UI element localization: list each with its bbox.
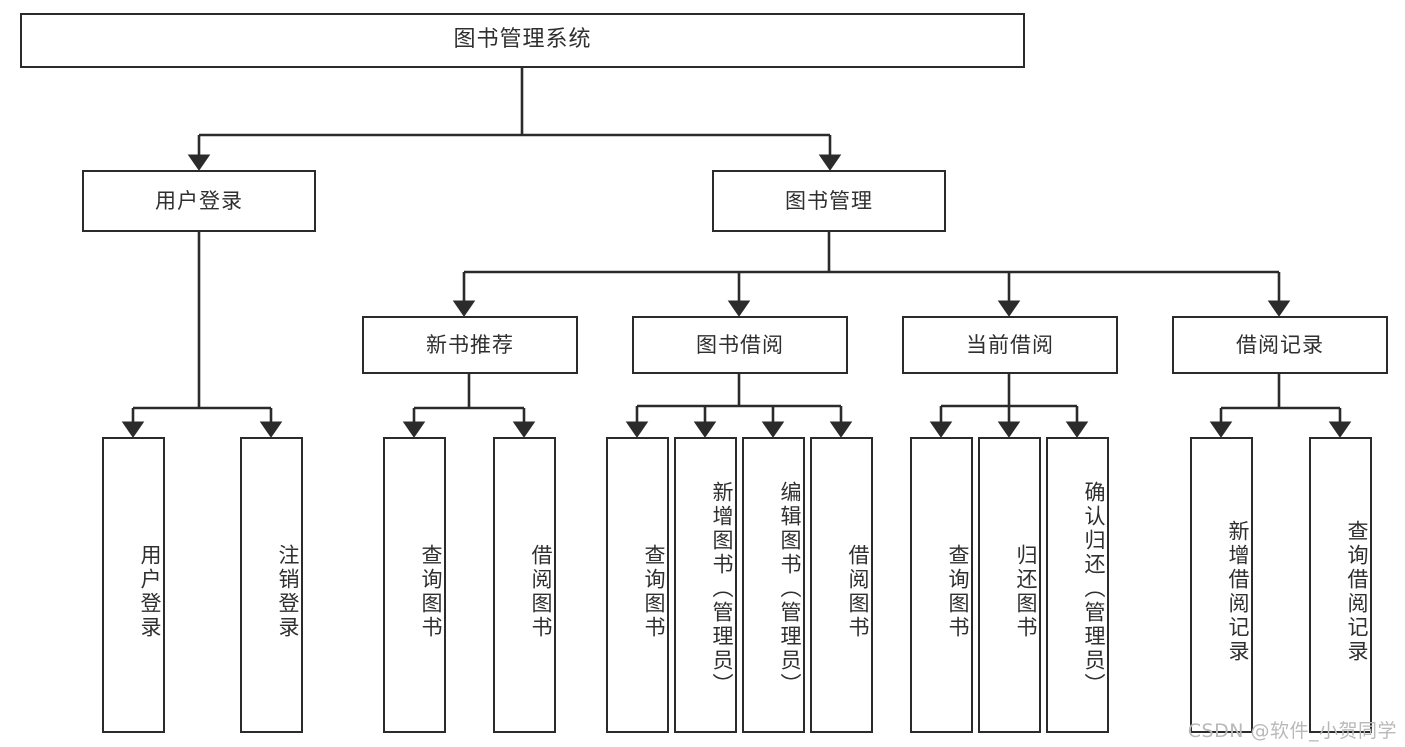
node-label: 确认归还（管理员） <box>1082 481 1106 697</box>
node-new-book-recommendation[interactable]: 新书推荐 <box>362 316 578 374</box>
node-borrow-records[interactable]: 借阅记录 <box>1172 316 1388 374</box>
node-leaf-borrow-book-recommendation[interactable]: 借阅图书 <box>493 437 556 733</box>
node-label: 借阅记录 <box>1236 332 1324 357</box>
csdn-watermark: CSDN @软件_小贺同学 <box>1187 720 1397 742</box>
node-leaf-user-login[interactable]: 用户登录 <box>102 437 165 733</box>
node-label: 注销登录 <box>276 544 300 640</box>
node-label: 借阅图书 <box>529 544 553 640</box>
node-label: 当前借阅 <box>966 332 1054 357</box>
node-book-borrowing[interactable]: 图书借阅 <box>632 316 848 374</box>
node-label: 查询图书 <box>419 544 443 640</box>
node-label: 借阅图书 <box>846 544 870 640</box>
node-label: 新增借阅记录 <box>1226 520 1250 664</box>
node-label: 图书管理系统 <box>453 27 592 53</box>
node-label: 归还图书 <box>1014 544 1038 640</box>
node-label: 新书推荐 <box>426 332 514 357</box>
node-label: 查询借阅记录 <box>1345 520 1369 664</box>
node-leaf-query-book-borrowing[interactable]: 查询图书 <box>606 437 669 733</box>
node-label: 图书管理 <box>785 188 873 213</box>
node-leaf-confirm-return-admin[interactable]: 确认归还（管理员） <box>1046 437 1109 733</box>
node-leaf-user-logout[interactable]: 注销登录 <box>240 437 303 733</box>
node-leaf-query-borrow-record[interactable]: 查询借阅记录 <box>1309 437 1372 733</box>
node-label: 新增图书（管理员） <box>710 481 734 697</box>
node-root-book-management-system[interactable]: 图书管理系统 <box>20 13 1025 68</box>
node-current-borrowing[interactable]: 当前借阅 <box>902 316 1118 374</box>
node-leaf-add-borrow-record[interactable]: 新增借阅记录 <box>1190 437 1253 733</box>
node-leaf-query-book-recommendation[interactable]: 查询图书 <box>383 437 446 733</box>
node-label: 编辑图书（管理员） <box>778 481 802 697</box>
node-book-management[interactable]: 图书管理 <box>712 170 946 232</box>
node-leaf-borrow-book[interactable]: 借阅图书 <box>810 437 873 733</box>
node-leaf-return-book[interactable]: 归还图书 <box>978 437 1041 733</box>
node-leaf-edit-book-admin[interactable]: 编辑图书（管理员） <box>742 437 805 733</box>
node-label: 查询图书 <box>946 544 970 640</box>
node-leaf-add-book-admin[interactable]: 新增图书（管理员） <box>674 437 737 733</box>
node-user-login[interactable]: 用户登录 <box>82 170 316 232</box>
node-label: 用户登录 <box>138 544 162 640</box>
node-label: 查询图书 <box>642 544 666 640</box>
node-leaf-query-book-current[interactable]: 查询图书 <box>910 437 973 733</box>
node-label: 用户登录 <box>155 188 243 213</box>
node-label: 图书借阅 <box>696 332 784 357</box>
